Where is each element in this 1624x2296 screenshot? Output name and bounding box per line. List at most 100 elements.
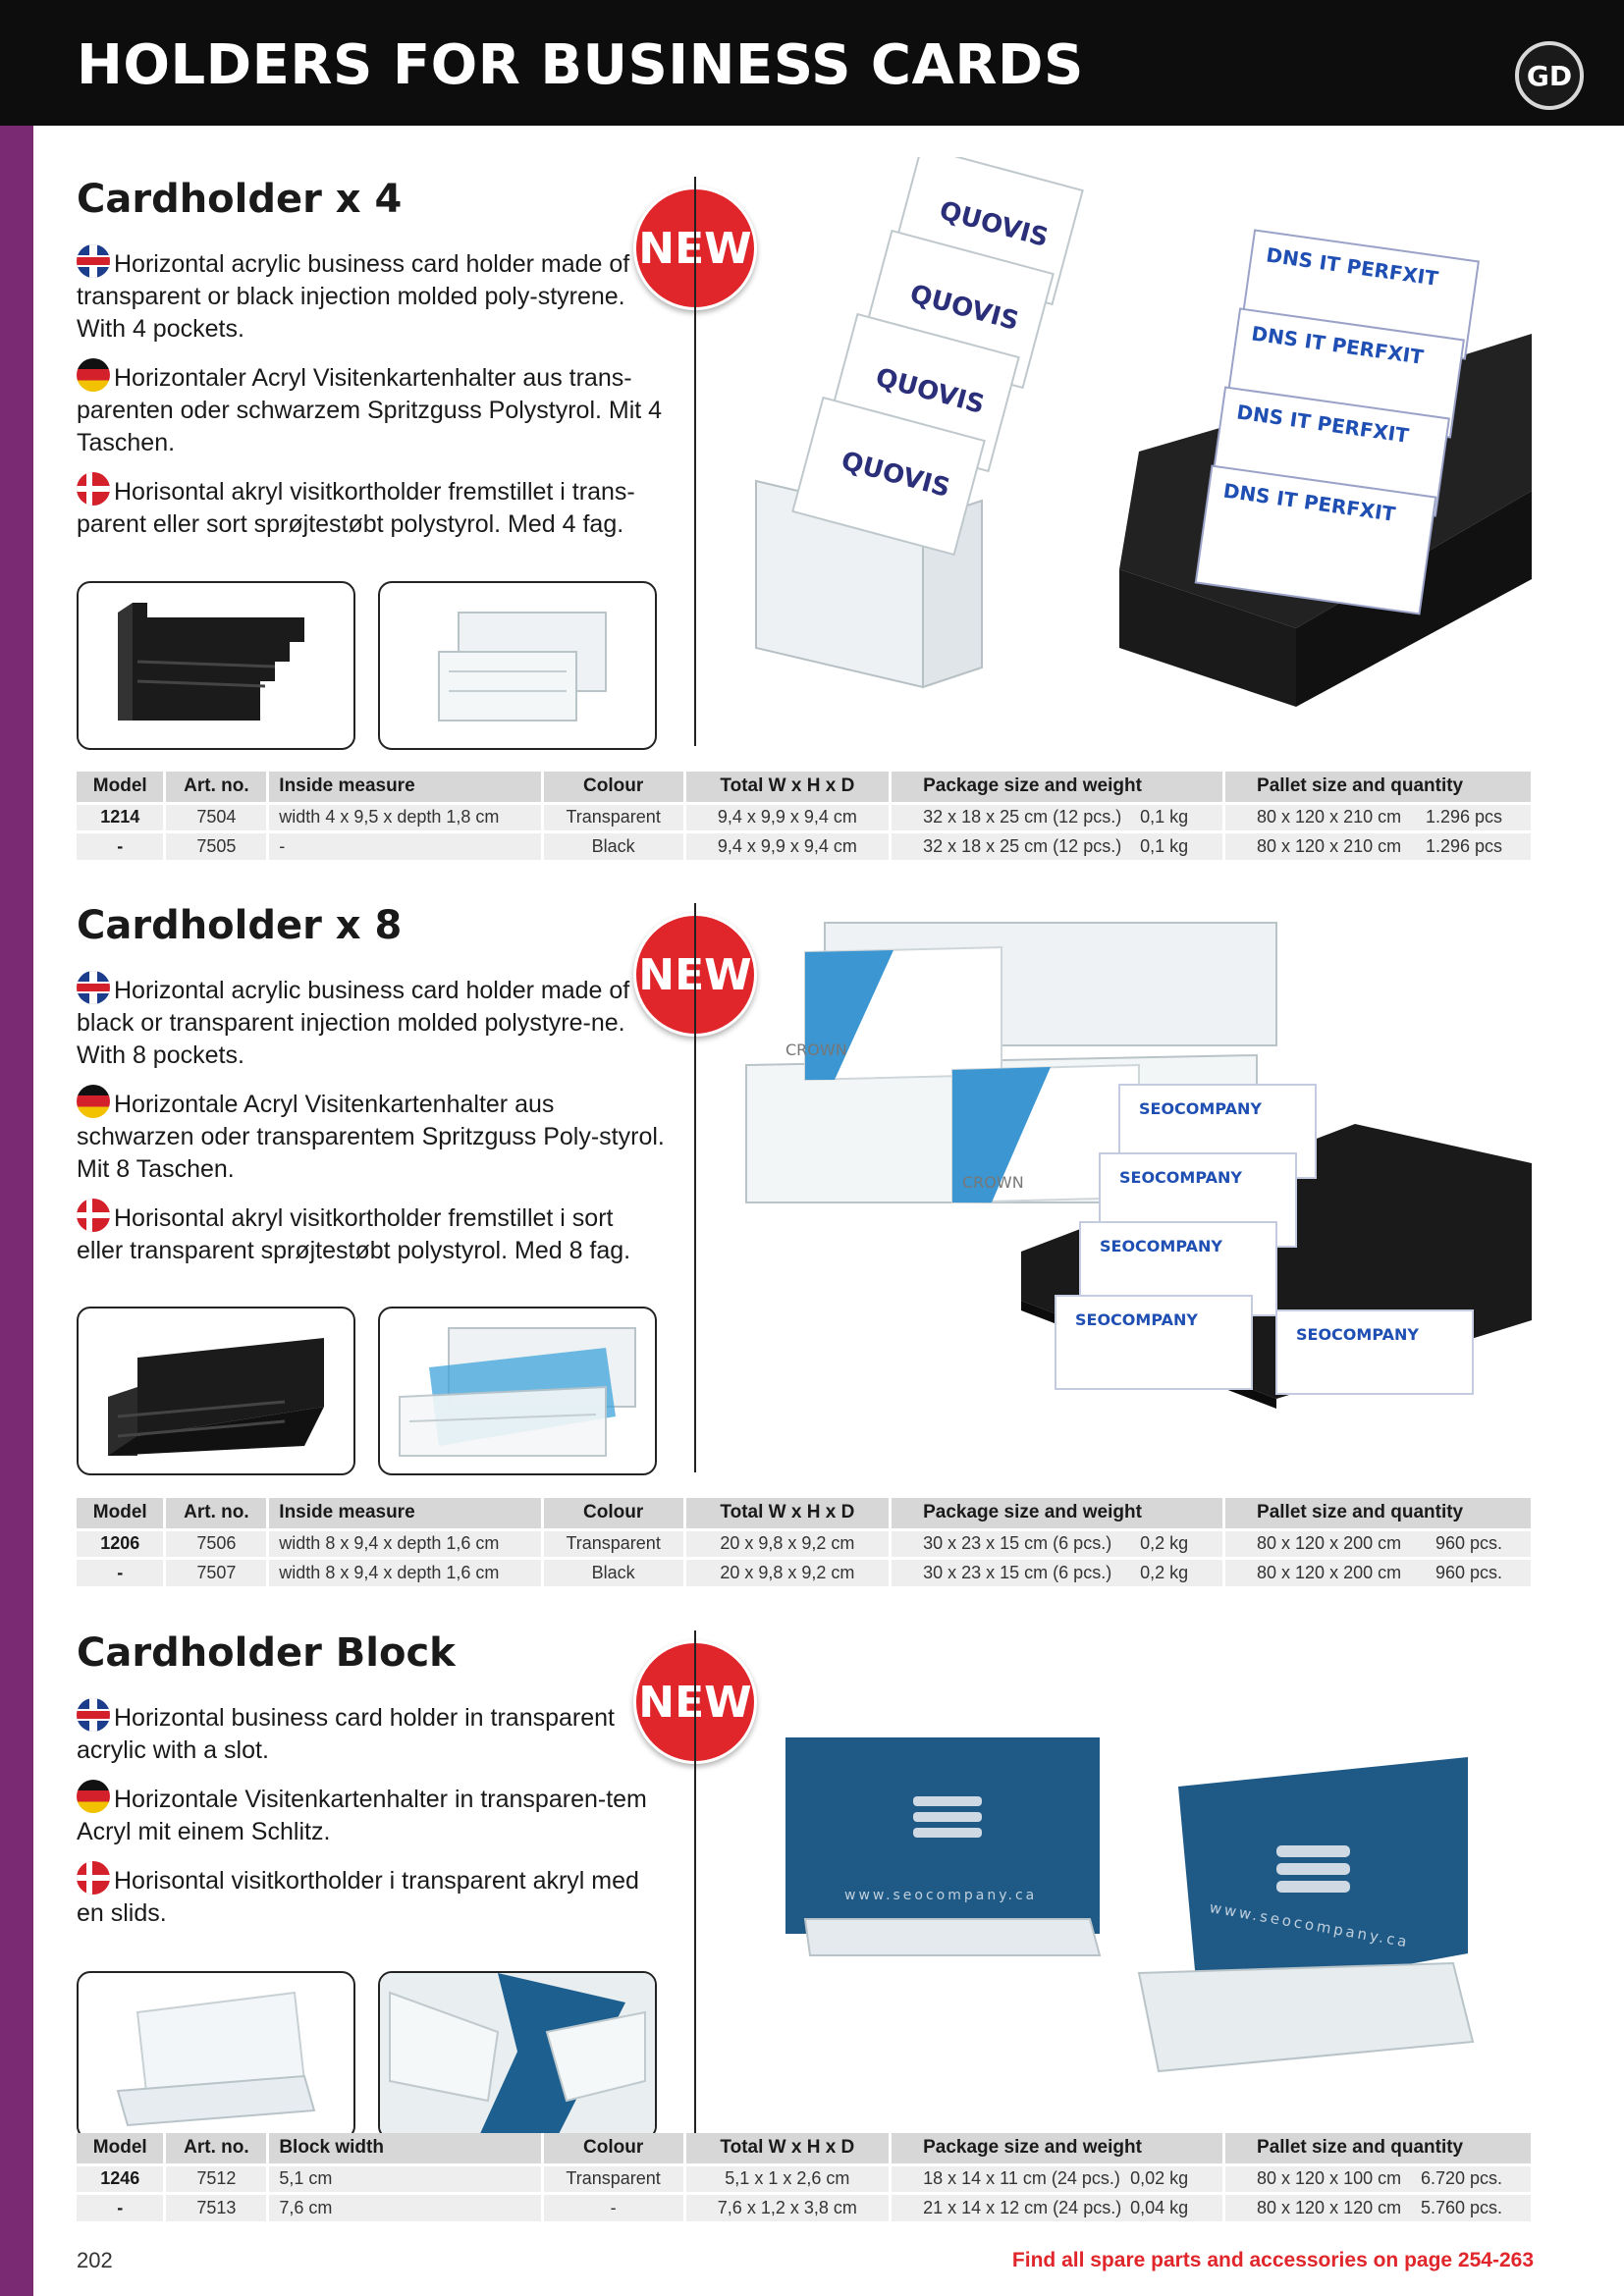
cell-pallet: 80 x 120 x 120 cm 5.760 pcs. (1223, 2191, 1534, 2221)
section-divider (694, 1630, 696, 2143)
brand-logo: GD (1515, 41, 1584, 110)
pallet-qty: 6.720 pcs. (1420, 2168, 1503, 2188)
cell-art: 7507 (164, 1556, 270, 1586)
card-brand-text: SEOCOMPANY (1296, 1325, 1419, 1344)
description-cardholder-x4: Horizontal acrylic business card holder … (77, 244, 666, 554)
col-header: Colour (542, 2133, 686, 2164)
card-url-text: www.seocompany.ca (844, 1888, 1037, 1903)
cell-pallet: 80 x 120 x 200 cm 960 pcs. (1223, 1527, 1534, 1558)
cell-model: 1214 (77, 801, 167, 831)
description-cardholder-x8: Horizontal acrylic business card holder … (77, 971, 666, 1280)
thumbnail-clear-holder-x8 (378, 1307, 657, 1475)
section-title-cardholder-x4: Cardholder x 4 (77, 177, 403, 222)
col-header: Package size and weight (890, 772, 1226, 803)
desc-en: Horizontal acrylic business card holder … (77, 977, 630, 1069)
page-number: 202 (77, 2248, 113, 2272)
cell-colour: - (542, 2191, 686, 2221)
spare-parts-note: Find all spare parts and accessories on … (1011, 2249, 1534, 2271)
cell-colour: Transparent (542, 2163, 686, 2193)
cell-colour: Transparent (542, 801, 686, 831)
pallet-size: 80 x 120 x 200 cm (1257, 1533, 1402, 1553)
col-header: Art. no. (164, 2133, 270, 2164)
cell-package: 32 x 18 x 25 cm (12 pcs.)0,1 kg (890, 829, 1226, 860)
col-header: Model (77, 2133, 167, 2164)
cell-total: 7,6 x 1,2 x 3,8 cm (684, 2191, 893, 2221)
cell-total: 9,4 x 9,9 x 9,4 cm (684, 829, 893, 860)
card-brand-text: SEOCOMPANY (1139, 1099, 1262, 1118)
package-size: 21 x 14 x 12 cm (24 pcs.) (923, 2197, 1122, 2217)
section-title-cardholder-block: Cardholder Block (77, 1630, 456, 1676)
cell-total: 20 x 9,8 x 9,2 cm (684, 1527, 893, 1558)
cell-package: 21 x 14 x 12 cm (24 pcs.) 0,04 kg (890, 2191, 1226, 2221)
cell-total: 5,1 x 1 x 2,6 cm (684, 2163, 893, 2193)
germany-flag-icon (77, 1780, 110, 1813)
cell-colour: Black (542, 829, 686, 860)
col-header: Colour (542, 772, 686, 803)
table-row: - 7513 7,6 cm - 7,6 x 1,2 x 3,8 cm 21 x … (77, 2191, 1534, 2221)
col-header: Total W x H x D (684, 2133, 893, 2164)
card-brand-text: SEOCOMPANY (1100, 1237, 1222, 1255)
table-row: 1246 7512 5,1 cm Transparent 5,1 x 1 x 2… (77, 2163, 1534, 2193)
pallet-size: 80 x 120 x 120 cm (1257, 2197, 1402, 2217)
product-photo-cardholder-x8: CROWN CROWN SEOCOMPANY SEOCOMPANY SEOCOM… (727, 908, 1542, 1409)
pallet-qty: 1.296 pcs (1425, 835, 1503, 856)
table-row: - 7505 - Black 9,4 x 9,9 x 9,4 cm 32 x 1… (77, 829, 1534, 860)
thumbnail-clear-holder-x4 (378, 581, 657, 750)
desc-en: Horizontal acrylic business card holder … (77, 250, 630, 343)
germany-flag-icon (77, 1085, 110, 1118)
col-header: Pallet size and quantity (1223, 2133, 1534, 2164)
uk-flag-icon (77, 1698, 110, 1732)
cell-package: 32 x 18 x 25 cm (12 pcs.)0,1 kg (890, 801, 1226, 831)
col-header: Colour (542, 1498, 686, 1529)
card-brand-text: SEOCOMPANY (1075, 1310, 1198, 1329)
denmark-flag-icon (77, 1861, 110, 1895)
desc-dk: Horisontal akryl visitkortholder fremsti… (77, 1204, 631, 1264)
cell-art: 7506 (164, 1527, 270, 1558)
pallet-qty: 960 pcs. (1435, 1533, 1503, 1553)
pallet-qty: 5.760 pcs. (1420, 2197, 1503, 2217)
package-size: 18 x 14 x 11 cm (24 pcs.) (923, 2168, 1120, 2188)
card-brand-text: SEOCOMPANY (1119, 1168, 1242, 1187)
package-weight: 0,2 kg (1140, 1533, 1189, 1553)
pallet-size: 80 x 120 x 210 cm (1257, 807, 1402, 827)
cell-model: - (77, 1556, 167, 1586)
uk-flag-icon (77, 971, 110, 1004)
desc-de: Horizontaler Acryl Visitenkartenhalter a… (77, 364, 663, 456)
product-photo-cardholder-x4: QUOVIS QUOVIS QUOVIS QUOVIS DNS IT PERFX… (727, 145, 1542, 707)
col-header: Inside measure (267, 1498, 544, 1529)
col-header: Block width (267, 2133, 544, 2164)
spec-table-cardholder-x4: Model Art. no. Inside measure Colour Tot… (77, 772, 1534, 860)
col-header: Pallet size and quantity (1223, 772, 1534, 803)
cell-art: 7504 (164, 801, 270, 831)
cell-block-width: 7,6 cm (267, 2191, 544, 2221)
col-header: Art. no. (164, 772, 270, 803)
cell-model: 1206 (77, 1527, 167, 1558)
uk-flag-icon (77, 244, 110, 278)
col-header: Inside measure (267, 772, 544, 803)
col-header: Package size and weight (890, 1498, 1226, 1529)
table-row: 1206 7506 width 8 x 9,4 x depth 1,6 cm T… (77, 1527, 1534, 1558)
package-weight: 0,1 kg (1140, 835, 1189, 856)
package-weight: 0,04 kg (1130, 2197, 1189, 2217)
package-weight: 0,02 kg (1130, 2168, 1189, 2188)
table-row: 1214 7504 width 4 x 9,5 x depth 1,8 cm T… (77, 801, 1534, 831)
cell-art: 7512 (164, 2163, 270, 2193)
pallet-qty: 960 pcs. (1435, 1562, 1503, 1582)
col-header: Art. no. (164, 1498, 270, 1529)
section-divider (694, 177, 696, 746)
cell-block-width: 5,1 cm (267, 2163, 544, 2193)
cell-model: - (77, 829, 167, 860)
cell-measure: width 4 x 9,5 x depth 1,8 cm (267, 801, 544, 831)
table-row: - 7507 width 8 x 9,4 x depth 1,6 cm Blac… (77, 1556, 1534, 1586)
cell-model: 1246 (77, 2163, 167, 2193)
thumbnail-block-holder-detail (378, 1971, 657, 2140)
table-header-row: Model Art. no. Inside measure Colour Tot… (77, 772, 1534, 803)
col-header: Total W x H x D (684, 772, 893, 803)
page-title: HOLDERS FOR BUSINESS CARDS (77, 33, 1084, 97)
cell-package: 30 x 23 x 15 cm (6 pcs.)0,2 kg (890, 1556, 1226, 1586)
card-brand-text: CROWN (962, 1173, 1024, 1192)
col-header: Total W x H x D (684, 1498, 893, 1529)
col-header: Pallet size and quantity (1223, 1498, 1534, 1529)
